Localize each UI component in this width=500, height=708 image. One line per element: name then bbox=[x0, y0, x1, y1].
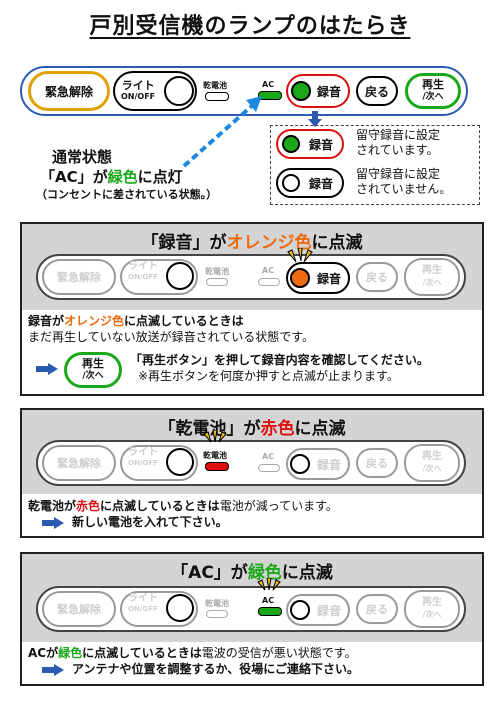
panel3-title: 「AC」が緑色に点滅 bbox=[171, 563, 333, 583]
panel1-orange-lamp bbox=[290, 268, 310, 288]
panel1-battery-label: 乾電池 bbox=[205, 267, 229, 276]
panel2-title: 「乾電池」が赤色に点滅 bbox=[158, 419, 346, 439]
page-title: 戸別受信機のランプのはたらき bbox=[89, 14, 411, 39]
legend-off-line1: 留守録音に設定 bbox=[356, 167, 441, 181]
play-sub-label: /次へ bbox=[422, 92, 444, 102]
ac-label: AC bbox=[262, 80, 275, 89]
panel2-ac-label: AC bbox=[262, 452, 275, 461]
panel1-arrow-icon bbox=[36, 363, 58, 375]
panel3-play: 再生/次へ bbox=[404, 590, 460, 628]
normal-post: に点灯 bbox=[137, 168, 183, 186]
legend-on-line2: されています。 bbox=[356, 143, 439, 157]
panel2-record: 録音 bbox=[286, 448, 350, 480]
legend-off-lamp bbox=[282, 174, 300, 192]
panel1-blink-rays-icon bbox=[287, 248, 313, 263]
panel3-action: アンテナや位置を調整するか、役場にご連絡下さい。 bbox=[72, 662, 360, 676]
panel2-emergency: 緊急解除 bbox=[42, 445, 116, 481]
panel2-battery-label: 乾電池 bbox=[203, 451, 227, 460]
panel2-blink-rays-icon bbox=[203, 430, 227, 443]
normal-state-note: （コンセントに差されている状態。） bbox=[36, 188, 218, 201]
record-legend-box bbox=[270, 125, 480, 205]
panel2-light-indicator bbox=[166, 448, 194, 476]
battery-label: 乾電池 bbox=[203, 81, 227, 90]
panel1-ac-lamp bbox=[258, 278, 280, 286]
battery-lamp bbox=[205, 92, 229, 101]
legend-off-line2: されていません。 bbox=[356, 182, 452, 196]
ac-lamp bbox=[258, 91, 282, 100]
panel2-play: 再生/次へ bbox=[404, 444, 460, 482]
record-button[interactable]: 録音 bbox=[286, 74, 350, 108]
panel3-blink-rays-icon bbox=[257, 578, 281, 591]
panel1-action1: 「再生ボタン」を押して録音内容を確認してください。 bbox=[130, 353, 429, 367]
pointer-arrow-icon bbox=[182, 96, 262, 168]
panel3-ac-lamp bbox=[258, 607, 282, 616]
panel1-play-button[interactable]: 再生/次へ bbox=[64, 352, 122, 388]
panel3-emergency: 緊急解除 bbox=[42, 591, 116, 627]
panel1-title: 「録音」がオレンジ色に点滅 bbox=[141, 233, 363, 253]
legend-record-off-label: 録音 bbox=[308, 176, 333, 191]
panel3-battery-lamp bbox=[206, 610, 228, 618]
legend-green-lamp bbox=[282, 135, 300, 153]
play-label: 再生 bbox=[422, 78, 444, 91]
panel3-battery-label: 乾電池 bbox=[205, 599, 229, 608]
panel3-line1: ACが緑色に点滅しているときは電波の受信が悪い状態です。 bbox=[28, 646, 357, 660]
panel1-ac-label: AC bbox=[262, 266, 275, 275]
down-arrow-icon bbox=[308, 111, 322, 127]
light-sub-label: ON/OFF bbox=[121, 92, 156, 101]
record-lamp bbox=[291, 81, 311, 101]
panel3-light-indicator bbox=[166, 594, 194, 622]
panel2-back: 戻る bbox=[356, 448, 398, 478]
light-indicator bbox=[164, 76, 194, 106]
panel2-ac-lamp bbox=[258, 464, 280, 472]
panel2-record-lamp bbox=[290, 454, 310, 474]
panel3-record-lamp bbox=[290, 600, 310, 620]
panel3-arrow-icon bbox=[42, 664, 64, 676]
panel3-ac-label: AC bbox=[262, 596, 275, 605]
emergency-release-button[interactable]: 緊急解除 bbox=[28, 71, 110, 111]
normal-state-line: 「AC」が緑色に点灯 bbox=[40, 166, 183, 187]
normal-state-title: 通常状態 bbox=[52, 148, 113, 166]
panel1-play: 再生/次へ bbox=[404, 258, 460, 296]
panel1-action2: ※再生ボタンを何度か押すと点滅が止まります。 bbox=[138, 369, 399, 383]
light-label: ライト bbox=[121, 79, 155, 92]
panel2-arrow-icon bbox=[42, 517, 64, 529]
panel1-battery-lamp bbox=[206, 278, 228, 286]
panel2-action: 新しい電池を入れて下さい。 bbox=[72, 515, 228, 529]
normal-green: 緑色 bbox=[107, 168, 138, 186]
normal-pre: 「AC」が bbox=[40, 168, 108, 186]
panel1-line1: 録音がオレンジ色に点滅しているときは bbox=[28, 314, 244, 328]
panel1-light-indicator bbox=[166, 262, 194, 290]
legend-record-on-label: 録音 bbox=[308, 137, 333, 152]
panel3-back: 戻る bbox=[356, 594, 398, 624]
play-next-button[interactable]: 再生 /次へ bbox=[405, 73, 461, 109]
back-button[interactable]: 戻る bbox=[356, 76, 398, 106]
panel2-line1: 乾電池が赤色に点滅しているときは電池が減っています。 bbox=[28, 499, 338, 513]
record-label: 録音 bbox=[316, 84, 341, 99]
legend-on-line1: 留守録音に設定 bbox=[356, 128, 441, 142]
panel1-back: 戻る bbox=[356, 262, 398, 292]
panel1-emergency: 緊急解除 bbox=[42, 259, 116, 295]
panel1-line2: まだ再生していない放送が録音されている状態です。 bbox=[28, 330, 315, 344]
panel2-battery-lamp bbox=[205, 462, 229, 471]
